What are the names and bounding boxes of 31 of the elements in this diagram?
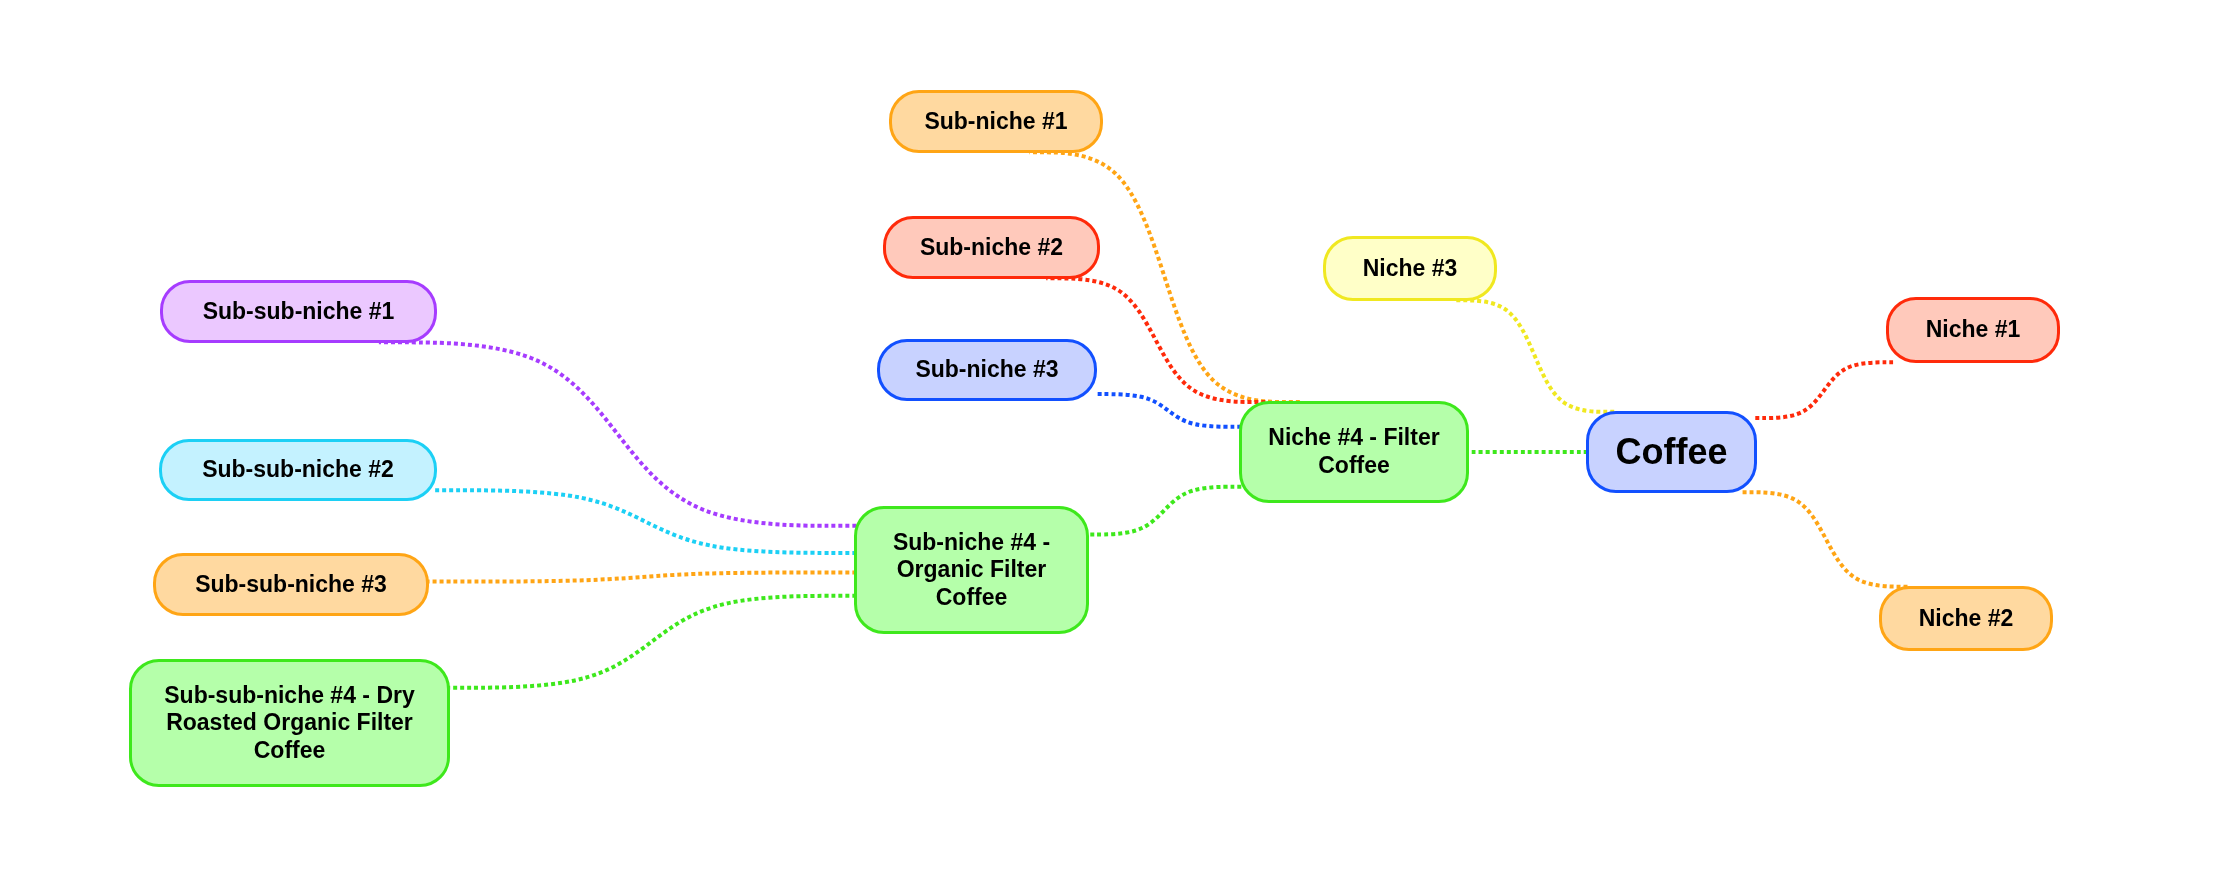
topic-box bbox=[160, 280, 437, 343]
topic-label: Niche #3 bbox=[1362, 254, 1458, 283]
topic-box bbox=[854, 506, 1089, 634]
topic-label: Niche #1 bbox=[1925, 316, 2021, 344]
topic-box bbox=[159, 439, 437, 501]
topic-box bbox=[153, 553, 429, 616]
topic-label: Sub-niche #4 - Organic Filter Coffee bbox=[891, 528, 1052, 612]
topic-label: Sub-niche #1 bbox=[924, 107, 1068, 136]
dotted-connector bbox=[378, 340, 857, 528]
topic-box bbox=[129, 659, 450, 787]
topic-box bbox=[1586, 411, 1757, 493]
topic-label: Sub-sub-niche #3 bbox=[195, 570, 387, 599]
topic-label: Sub-sub-niche #2 bbox=[202, 456, 394, 484]
dotted-connector bbox=[1455, 298, 1615, 414]
topic-box bbox=[889, 90, 1103, 153]
dotted-connector bbox=[1742, 490, 1910, 589]
topic-label: Sub-sub-niche #1 bbox=[202, 297, 395, 326]
topic-label: Niche #4 - Filter Coffee bbox=[1267, 424, 1441, 480]
topic-box bbox=[883, 216, 1100, 279]
topic-label: Sub-niche #2 bbox=[919, 233, 1064, 262]
dotted-connector bbox=[1755, 360, 1894, 421]
topic-box bbox=[877, 339, 1097, 401]
topic-box bbox=[1886, 297, 2060, 363]
topic-label: Sub-sub-niche #4 - Dry Roasted Organic Filter Coffee bbox=[163, 681, 416, 765]
topic-box bbox=[1879, 586, 2053, 651]
dotted-connector bbox=[1046, 276, 1266, 404]
topic-label: Coffee bbox=[1615, 430, 1728, 474]
topic-label: Sub-niche #3 bbox=[915, 356, 1059, 384]
topic-box bbox=[1239, 401, 1469, 503]
topic-box bbox=[1323, 236, 1497, 301]
topic-label: Niche #2 bbox=[1918, 604, 2014, 633]
